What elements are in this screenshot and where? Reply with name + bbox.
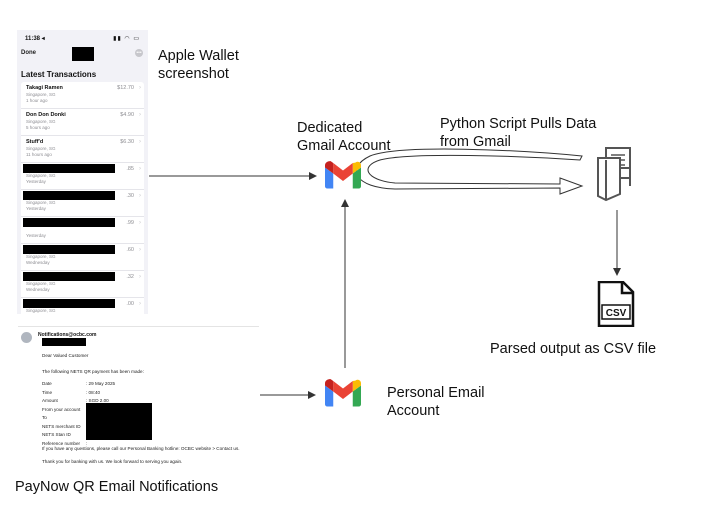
chevron-right-icon: ›	[139, 112, 141, 118]
redacted-merchant	[23, 299, 115, 308]
ocbc-email-screenshot: Notifications@ocbc.com Dear Valued Custo…	[18, 326, 259, 471]
transaction-amount: .99	[126, 220, 134, 226]
status-bar: 11:38 ◂ ▮▮ ◠ ▭	[17, 30, 148, 44]
sender-avatar	[21, 332, 32, 343]
paynow-label: PayNow QR Email Notifications	[15, 479, 219, 495]
latest-transactions-title: Latest Transactions	[21, 70, 97, 79]
email-field-key: To	[42, 415, 47, 420]
wallet-navbar: Done •••	[17, 46, 148, 64]
transaction-location: Singapore, SG	[26, 200, 56, 205]
email-hotline: If you have any questions, please call o…	[42, 446, 240, 451]
email-field-key: NETS Stan ID	[42, 432, 71, 437]
chevron-right-icon: ›	[139, 139, 141, 145]
email-field-key: Time	[42, 389, 53, 395]
chevron-right-icon: ›	[139, 166, 141, 172]
transaction-location: Singapore, SG	[26, 254, 56, 259]
gmail-icon	[325, 379, 361, 407]
chevron-right-icon: ›	[139, 301, 141, 307]
email-field-key: NETS merchant ID	[42, 423, 81, 429]
redacted-merchant	[23, 272, 115, 281]
email-field-value: : 08:40	[86, 389, 101, 395]
chevron-right-icon: ›	[139, 193, 141, 199]
transaction-row[interactable]: .99 › Yesterday	[21, 217, 144, 244]
done-button[interactable]: Done	[21, 50, 36, 56]
email-field-key: From your account	[42, 406, 81, 412]
transaction-time: Yesterday	[26, 233, 46, 238]
email-field-value: :	[86, 440, 88, 446]
transaction-amount: .85	[126, 166, 134, 172]
redacted-merchant	[23, 164, 115, 173]
redacted-details	[86, 403, 152, 440]
transaction-amount: .30	[126, 193, 134, 199]
transaction-amount: .32	[126, 274, 134, 280]
transaction-time: Wednesday	[26, 287, 50, 292]
email-thanks: Thank you for banking with us. We look f…	[42, 459, 183, 464]
csv-file-icon: CSV	[597, 281, 635, 327]
chevron-right-icon: ›	[139, 85, 141, 91]
transaction-amount: $6.30	[120, 139, 134, 145]
more-icon[interactable]: •••	[135, 49, 143, 57]
transaction-location: Singapore, SG	[26, 92, 56, 97]
python-script-label: Python Script Pulls Data from Gmail	[440, 116, 597, 150]
signal-icon: ▮▮ ◠ ▭	[113, 36, 140, 42]
transaction-location: Singapore, SG	[26, 281, 56, 286]
dedicated-gmail-label: Dedicated Gmail Account	[297, 120, 391, 154]
chevron-right-icon: ›	[139, 274, 141, 280]
personal-email-label: Personal Email Account	[387, 385, 485, 419]
transaction-time: 5 hours ago	[26, 125, 50, 130]
redacted-merchant	[23, 191, 115, 200]
email-field-value: : SGD 2.00	[86, 398, 109, 403]
csv-icon-text: CSV	[606, 308, 627, 319]
transaction-time: Wednesday	[26, 260, 50, 265]
chevron-right-icon: ›	[139, 220, 141, 226]
transaction-amount: .60	[126, 247, 134, 253]
transaction-location: Singapore, SG	[26, 308, 56, 313]
redacted-merchant	[23, 245, 115, 254]
transaction-location: Singapore, SG	[26, 119, 56, 124]
gmail-icon	[325, 161, 361, 189]
chevron-right-icon: ›	[139, 247, 141, 253]
transaction-amount: $4.90	[120, 112, 134, 118]
transaction-amount: .00	[126, 301, 134, 307]
email-intro: The following NETS QR payment has been m…	[42, 369, 144, 374]
apple-wallet-screenshot: 11:38 ◂ ▮▮ ◠ ▭ Done ••• Latest Transacti…	[17, 30, 148, 314]
email-field-key: Amount	[42, 398, 58, 403]
redacted-merchant	[23, 218, 115, 227]
email-field-value: : 29 May 2025	[86, 381, 116, 386]
email-field-key: Reference number	[42, 440, 81, 446]
transaction-time: 11 hours ago	[26, 152, 52, 157]
email-greeting: Dear Valued Customer	[42, 353, 89, 358]
transaction-merchant: Takagi Ramen	[26, 85, 63, 91]
email-sender: Notifications@ocbc.com	[38, 332, 97, 338]
transaction-merchant: Stuff'd	[26, 139, 44, 145]
redacted-card	[72, 47, 94, 61]
transaction-location: Singapore, SG	[26, 146, 56, 151]
apple-wallet-label: Apple Wallet screenshot	[158, 48, 239, 82]
transaction-time: Yesterday	[26, 179, 46, 184]
status-time: 11:38 ◂	[25, 36, 45, 42]
python-loop-arrow	[355, 148, 584, 195]
transaction-location: Singapore, SG	[26, 173, 56, 178]
transaction-time: 1 hour ago	[26, 98, 48, 103]
redacted-recipient	[42, 338, 86, 346]
document-icon	[597, 147, 631, 202]
transaction-amount: $12.70	[117, 85, 134, 91]
transaction-time: Yesterday	[26, 206, 46, 211]
parsed-output-label: Parsed output as CSV file	[490, 341, 657, 357]
transaction-merchant: Don Don Donki	[26, 112, 66, 118]
email-field-key: Date	[42, 381, 52, 386]
